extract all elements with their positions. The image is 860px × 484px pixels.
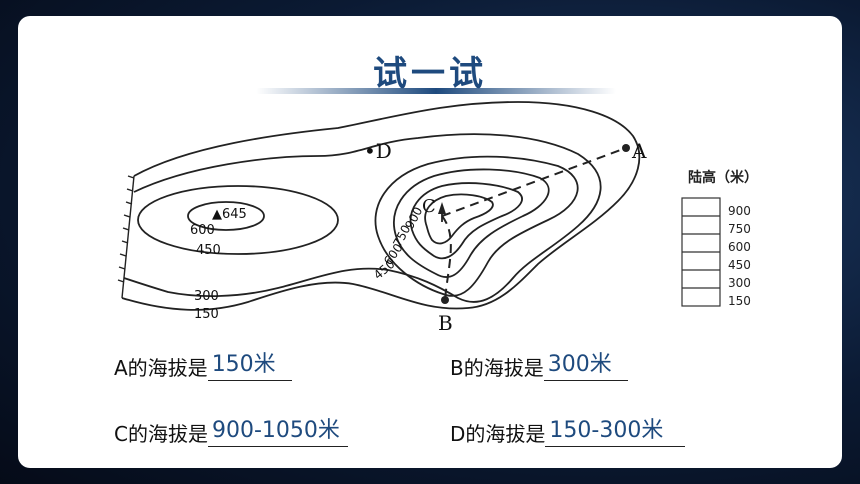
- answer-c: 900-1050米: [211, 418, 340, 443]
- question-a-label: A的海拔是: [114, 356, 208, 380]
- contour-left-600: [187, 201, 265, 231]
- slide-title: 试一试: [373, 54, 487, 94]
- contour-label-left-450: 450: [196, 243, 221, 258]
- contour-150: [121, 101, 641, 311]
- point-a-marker: [622, 144, 630, 152]
- point-a-label: A: [631, 139, 647, 163]
- legend-value-300: 300: [728, 276, 751, 290]
- legend-value-150: 150: [728, 294, 751, 308]
- answer-blank-c[interactable]: 900-1050米: [207, 418, 348, 447]
- peak-645-label: ▲645: [212, 207, 247, 222]
- question-d-label: D的海拔是: [450, 422, 546, 446]
- question-b-label: B的海拔是: [450, 356, 544, 380]
- contour-map: A B C •D ▲645 600 450 300 150 900 750 60…: [117, 101, 758, 335]
- answer-b: 300米: [547, 352, 612, 377]
- legend-value-750: 750: [728, 222, 751, 236]
- point-c-label: C: [422, 196, 436, 217]
- point-d-label: •D: [364, 139, 392, 163]
- legend-value-600: 600: [728, 240, 751, 254]
- answer-blank-b[interactable]: 300米: [543, 352, 628, 381]
- contour-right-900: [424, 193, 494, 245]
- contour-left-450: [137, 185, 339, 255]
- question-c-label: C的海拔是: [114, 422, 208, 446]
- legend-value-450: 450: [728, 258, 751, 272]
- profile-line-c-a: [441, 147, 627, 217]
- contour-label-left-600: 600: [190, 223, 215, 238]
- contour-label-left-150: 150: [194, 307, 219, 322]
- answer-a: 150米: [211, 352, 276, 377]
- contour-right-750: [409, 182, 523, 260]
- elevation-legend: 陆高（米） 900 750 600 450 300 150: [681, 169, 758, 308]
- answer-blank-d[interactable]: 150-300米: [545, 418, 686, 447]
- contour-300: [123, 133, 602, 303]
- slide-card: 试一试: [18, 16, 842, 468]
- title-underline: [256, 88, 616, 94]
- map-edge-ticks: [117, 175, 135, 299]
- answer-blank-a[interactable]: 150米: [207, 352, 292, 381]
- profile-line-c-b: [441, 215, 452, 301]
- summit-triangle-c: [438, 202, 446, 214]
- legend-title: 陆高（米）: [688, 169, 758, 186]
- point-b-label: B: [438, 311, 453, 335]
- answer-d: 150-300米: [549, 418, 664, 443]
- contour-right-450: [374, 155, 579, 297]
- legend-value-900: 900: [728, 204, 751, 218]
- point-b-marker: [441, 296, 449, 304]
- contour-label-left-300: 300: [194, 289, 219, 304]
- contour-right-600: [393, 168, 550, 278]
